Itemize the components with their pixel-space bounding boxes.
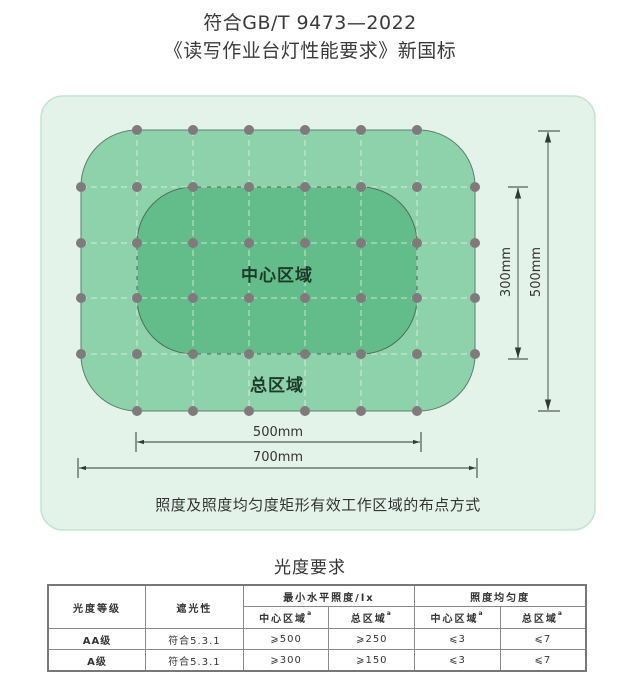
inner-width-label: 500mm xyxy=(252,425,304,440)
horizontal-dimensions xyxy=(77,432,478,478)
vertical-dimensions xyxy=(508,130,560,412)
outer-width-label: 700mm xyxy=(252,450,304,465)
table-row: A级 符合5.3.1 ⩾300 ⩾150 ⩽3 ⩽7 xyxy=(47,649,587,672)
cell-min-center: ⩾300 xyxy=(242,649,330,672)
header-shading: 遮光性 xyxy=(145,584,244,629)
cell-uni-total: ⩽7 xyxy=(499,628,587,650)
grid-lines xyxy=(81,130,475,411)
header-grade: 光度等级 xyxy=(47,584,147,629)
measurement-points xyxy=(76,125,480,416)
cell-shading: 符合5.3.1 xyxy=(145,628,244,650)
cell-uni-center: ⩽3 xyxy=(414,628,501,650)
outer-height-label: 500mm xyxy=(529,246,544,298)
diagram-caption: 照度及照度均匀度矩形有效工作区域的布点方式 xyxy=(155,496,481,514)
cell-min-center: ⩾500 xyxy=(242,628,330,650)
inner-height-label: 300mm xyxy=(499,246,514,298)
cell-uni-total: ⩽7 xyxy=(499,649,587,672)
cell-grade: A级 xyxy=(47,649,147,672)
header-uni-total: 总区域a xyxy=(499,606,587,629)
measurement-layout-diagram xyxy=(40,95,596,531)
header-uni-center: 中心区域a xyxy=(414,606,501,629)
total-region-label: 总区域 xyxy=(250,376,304,396)
cell-shading: 符合5.3.1 xyxy=(145,649,244,672)
cell-grade: AA级 xyxy=(47,628,147,650)
standard-subtitle: 《读写作业台灯性能要求》新国标 xyxy=(163,40,457,62)
center-region-label: 中心区域 xyxy=(241,266,313,286)
cell-min-total: ⩾150 xyxy=(328,649,416,672)
standard-title: 符合GB/T 9473—2022 xyxy=(203,12,417,34)
header-min-center: 中心区域a xyxy=(242,606,330,629)
table-row: AA级 符合5.3.1 ⩾500 ⩾250 ⩽3 ⩽7 xyxy=(47,628,587,650)
photometric-requirements-table: 光度等级 遮光性 最小水平照度/lx 照度均匀度 中心区域a 总区域a 中心区域… xyxy=(47,584,587,672)
cell-uni-center: ⩽3 xyxy=(414,649,501,672)
header-min-illuminance: 最小水平照度/lx xyxy=(242,584,416,607)
header-min-total: 总区域a xyxy=(328,606,416,629)
requirements-title: 光度要求 xyxy=(274,558,346,578)
header-uniformity: 照度均匀度 xyxy=(414,584,587,607)
cell-min-total: ⩾250 xyxy=(328,628,416,650)
